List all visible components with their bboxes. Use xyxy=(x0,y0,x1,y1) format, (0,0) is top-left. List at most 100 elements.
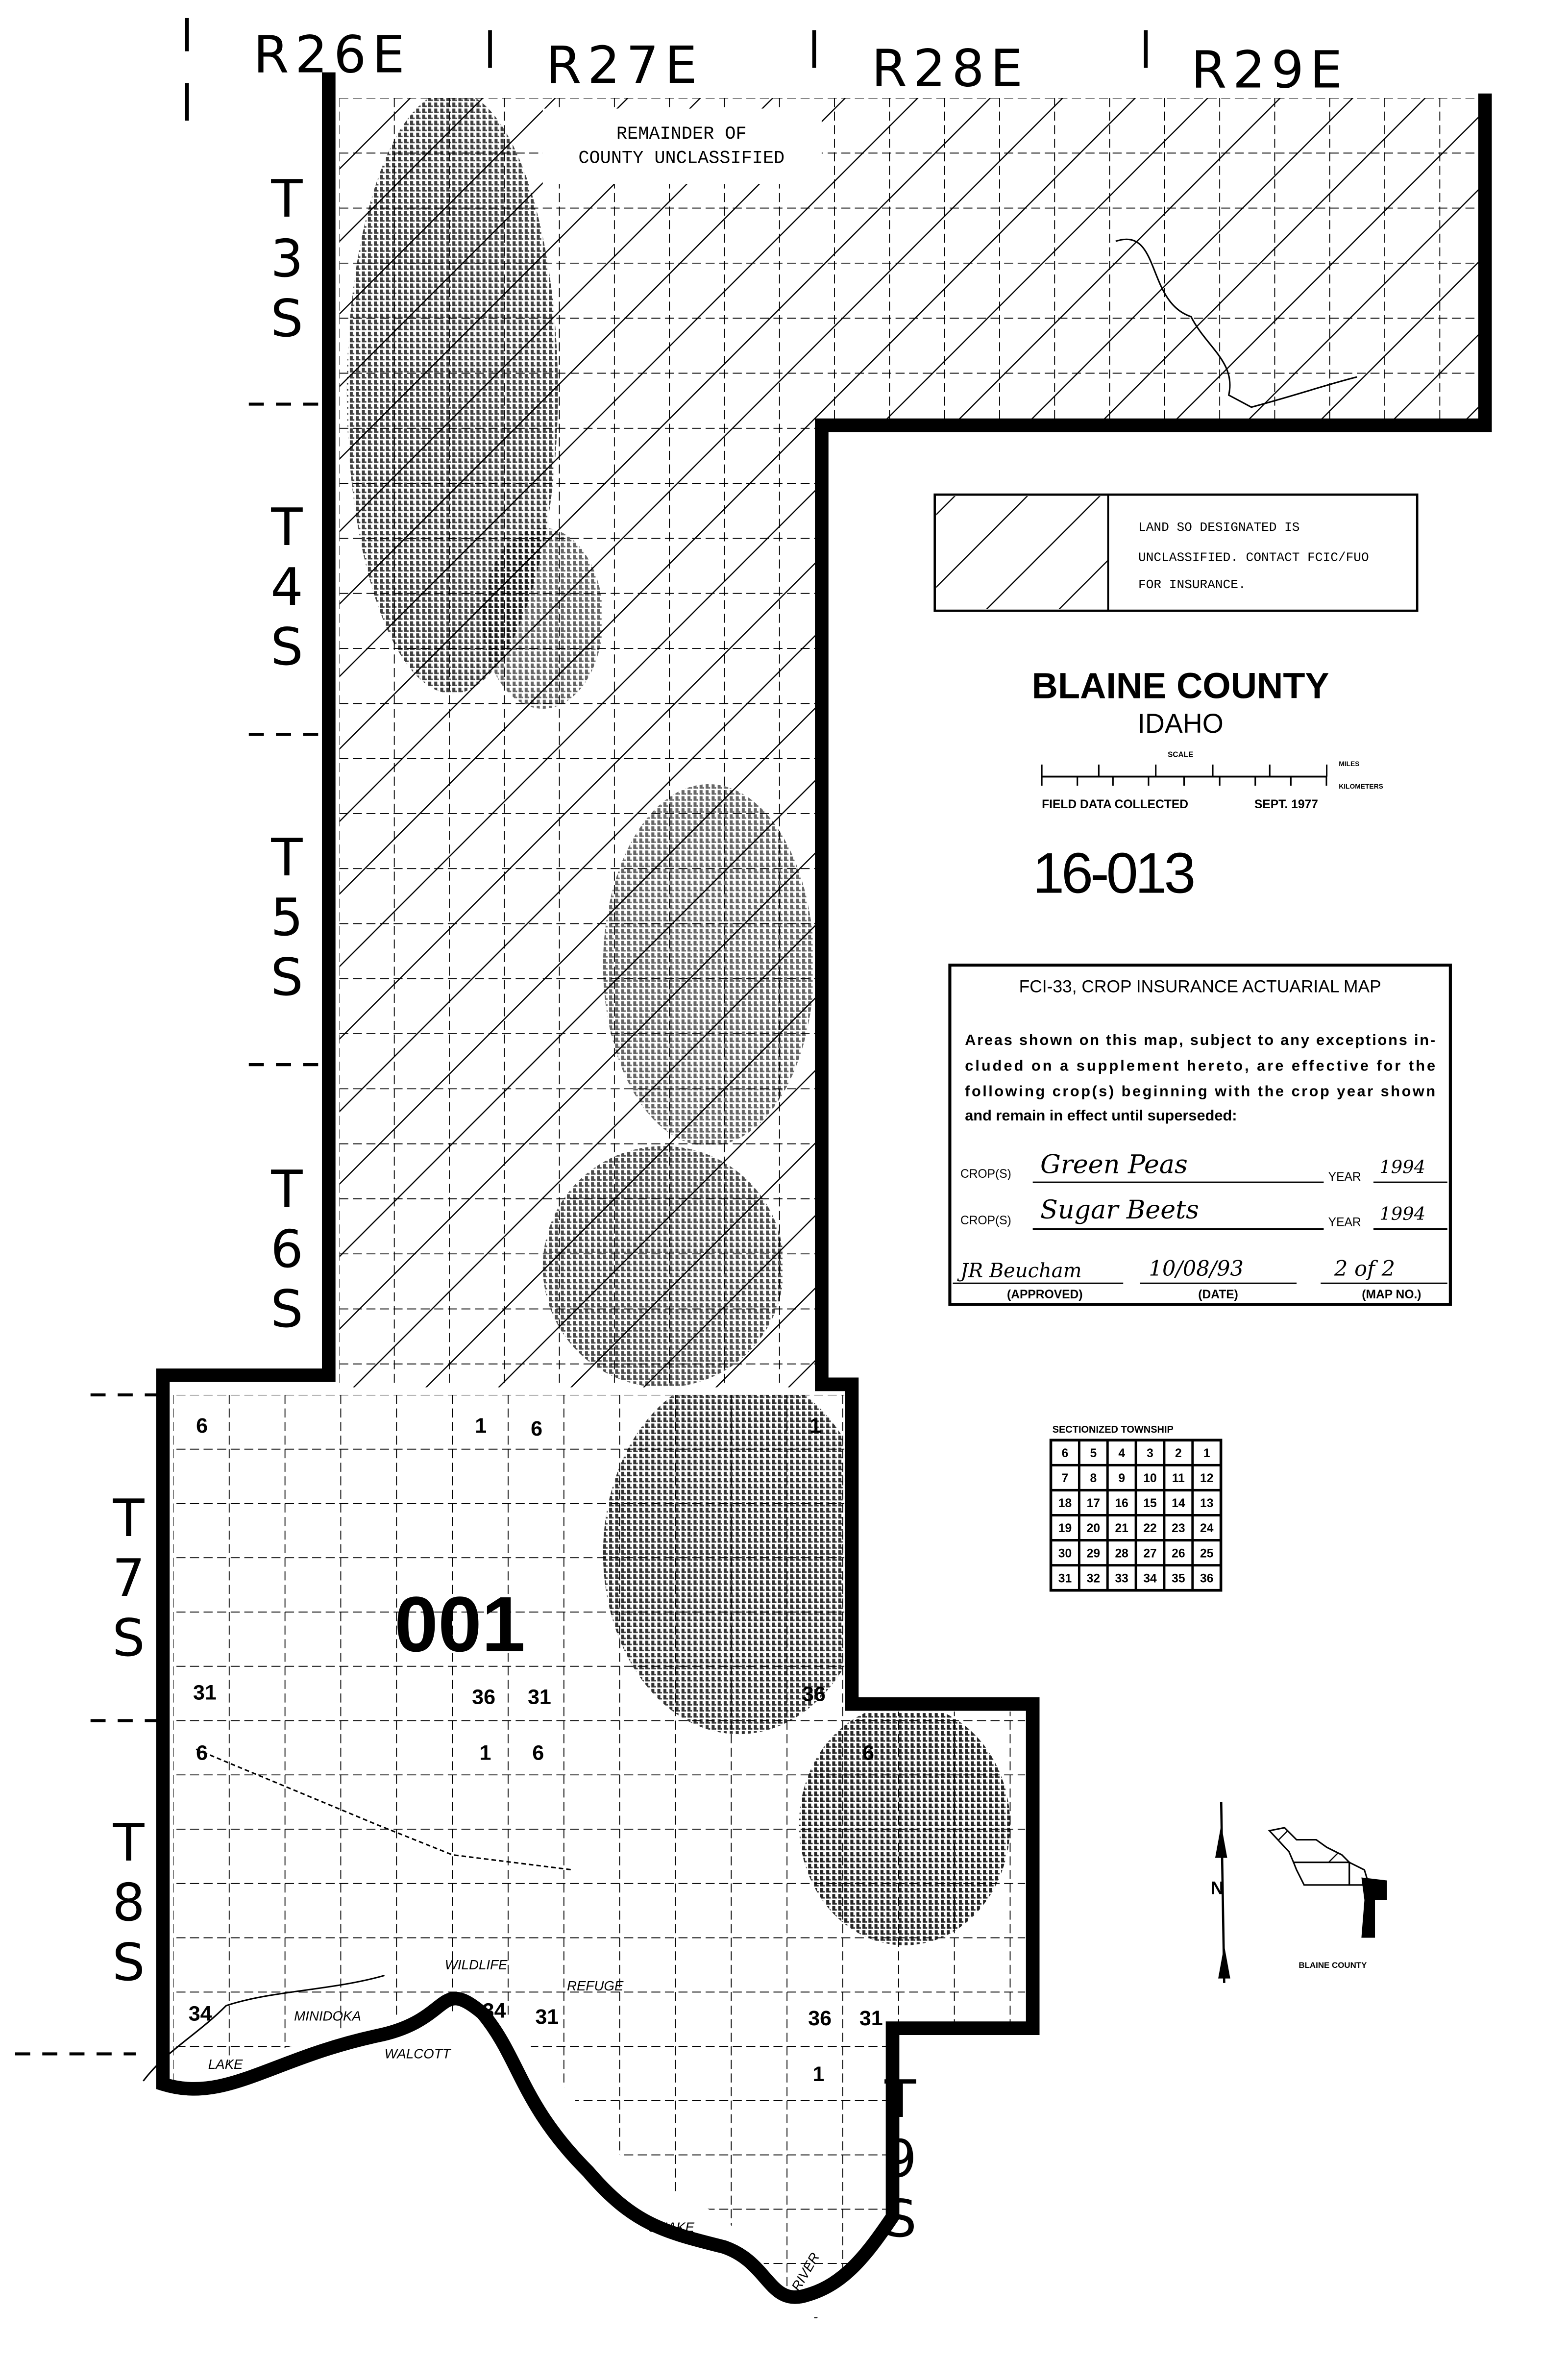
map-no-label: (MAP NO.) xyxy=(1362,1288,1421,1301)
township-label-t3s: T3S xyxy=(257,169,317,348)
section-label: 6 xyxy=(531,1417,542,1441)
section-label: 36 xyxy=(808,2007,832,2030)
section-number-cell: 35 xyxy=(1172,1572,1185,1585)
section-number-cell: 30 xyxy=(1058,1547,1072,1560)
crop-label: CROP(S) xyxy=(960,1168,1011,1181)
section-number-cell: 2 xyxy=(1175,1447,1182,1460)
road-line xyxy=(196,1748,573,1871)
county-title: BLAINE COUNTY xyxy=(1032,666,1329,706)
section-number-cell: 25 xyxy=(1200,1547,1213,1560)
county-boundary xyxy=(156,72,1492,2304)
section-number-cell: 24 xyxy=(1200,1522,1214,1535)
section-label: 1 xyxy=(812,2062,824,2086)
section-label: 6 xyxy=(862,1741,874,1764)
township-label-t4s: T4S xyxy=(257,497,317,677)
remainder-label-line2: COUNTY UNCLASSIFIED xyxy=(578,148,784,169)
section-number-cell: 8 xyxy=(1090,1472,1097,1485)
section-label: 31 xyxy=(193,1681,217,1704)
north-label: N xyxy=(1211,1878,1224,1898)
fci33-certificate: FCI-33, CROP INSURANCE ACTUARIAL MAP Are… xyxy=(948,963,1452,1306)
scale-label: SCALE xyxy=(1168,750,1193,759)
place-lake: LAKE xyxy=(208,2057,243,2072)
state-title: IDAHO xyxy=(1137,708,1223,739)
lake-shore xyxy=(143,1974,385,2082)
crop-name-2: Sugar Beets xyxy=(1040,1195,1199,1225)
section-label: 6 xyxy=(196,1414,208,1438)
hatch-swatch xyxy=(936,496,1108,609)
approved-signature: JR Beucham xyxy=(957,1260,1082,1282)
section-number-cell: 23 xyxy=(1172,1522,1185,1535)
section-label: 6 xyxy=(196,1741,208,1764)
scale-bar: SCALE MILES KILOMETERS FIELD DATA COLLEC… xyxy=(1041,750,1383,811)
legend-line3: FOR INSURANCE. xyxy=(1138,577,1246,592)
section-number-cell: 9 xyxy=(1118,1472,1125,1485)
field-data-date: SEPT. 1977 xyxy=(1254,798,1318,811)
remainder-label-box xyxy=(542,108,822,184)
range-r27e: R27E xyxy=(546,35,703,95)
section-number-cell: 20 xyxy=(1087,1522,1100,1535)
north-arrow: N xyxy=(1211,1802,1230,1983)
map-number: 2 of 2 xyxy=(1334,1257,1395,1281)
scale-miles-unit: MILES xyxy=(1339,760,1359,768)
section-label: 1 xyxy=(475,1414,487,1438)
section-number-cell: 21 xyxy=(1115,1522,1128,1535)
place-wildlife: WILDLIFE xyxy=(445,1957,508,1972)
section-number-cell: 14 xyxy=(1172,1497,1185,1510)
approval-date: 10/08/93 xyxy=(1149,1257,1244,1281)
section-number-cell: 13 xyxy=(1200,1497,1213,1510)
section-number-cell: 19 xyxy=(1058,1522,1072,1535)
section-number-cell: 5 xyxy=(1090,1447,1097,1460)
section-number-cell: 22 xyxy=(1143,1522,1156,1535)
range-r29e: R29E xyxy=(1191,40,1348,99)
legend-line1: LAND SO DESIGNATED IS xyxy=(1138,520,1299,535)
place-refuge: REFUGE xyxy=(567,1978,624,1993)
section-label: 31 xyxy=(859,2007,883,2030)
section-label: 1 xyxy=(809,1414,821,1438)
section-number-cell: 10 xyxy=(1143,1472,1156,1485)
section-label: 36 xyxy=(802,1682,826,1706)
legend-line2: UNCLASSIFIED. CONTACT FCIC/FUO xyxy=(1138,550,1369,565)
section-label: 6 xyxy=(532,1741,544,1764)
township-label-t5s: T5S xyxy=(257,828,317,1007)
section-number-cell: 27 xyxy=(1143,1547,1156,1560)
section-number-cell: 6 xyxy=(1062,1447,1069,1460)
creek-line xyxy=(1115,238,1357,408)
inset-label: BLAINE COUNTY xyxy=(1298,1961,1367,1970)
remainder-label-line1: REMAINDER OF xyxy=(616,124,747,145)
scale-km-unit: KILOMETERS xyxy=(1339,782,1383,790)
section-number-cell: 11 xyxy=(1172,1472,1185,1485)
section-number-cell: 33 xyxy=(1115,1572,1128,1585)
township-label-t8s: T8S xyxy=(98,1813,159,1992)
sectionized-title: SECTIONIZED TOWNSHIP xyxy=(1053,1424,1174,1435)
fci-body-line: cluded on a supplement hereto, are effec… xyxy=(965,1057,1435,1074)
section-number-cell: 36 xyxy=(1200,1572,1213,1585)
section-number-cell: 12 xyxy=(1200,1472,1213,1485)
township-dividers xyxy=(15,402,324,2056)
fci-title: FCI-33, CROP INSURANCE ACTUARIAL MAP xyxy=(1019,977,1381,996)
section-number-cell: 3 xyxy=(1147,1447,1153,1460)
section-label: 1 xyxy=(480,1741,491,1764)
section-label: 31 xyxy=(535,2005,559,2029)
fci-body-line: and remain in effect until superseded: xyxy=(965,1107,1237,1124)
section-number-cell: 29 xyxy=(1087,1547,1100,1560)
township-label-t7s: T7S xyxy=(98,1489,159,1668)
section-number-cell: 28 xyxy=(1115,1547,1128,1560)
year-label: YEAR xyxy=(1328,1170,1361,1184)
crop-year-1: 1994 xyxy=(1379,1157,1425,1178)
section-number-cell: 26 xyxy=(1172,1547,1185,1560)
section-number-cell: 17 xyxy=(1087,1497,1100,1510)
field-data-label: FIELD DATA COLLECTED xyxy=(1042,798,1188,811)
crop-label: CROP(S) xyxy=(960,1214,1011,1227)
crop-name-1: Green Peas xyxy=(1040,1150,1188,1180)
range-header: R26E R27E R28E R29E xyxy=(185,18,1348,121)
fci-body-line: Areas shown on this map, subject to any … xyxy=(965,1031,1435,1048)
hatch-legend: LAND SO DESIGNATED IS UNCLASSIFIED. CONT… xyxy=(933,493,1419,612)
year-label: YEAR xyxy=(1328,1216,1361,1229)
township-label-t6s: T6S xyxy=(257,1160,317,1339)
section-number-cell: 18 xyxy=(1058,1497,1072,1510)
section-number-cell: 1 xyxy=(1203,1447,1210,1460)
township-label-t9s: T9S xyxy=(870,2069,931,2249)
section-labels: 6 1 6 1 31 36 31 36 6 1 6 6 34 34 31 36 … xyxy=(189,1414,883,2086)
